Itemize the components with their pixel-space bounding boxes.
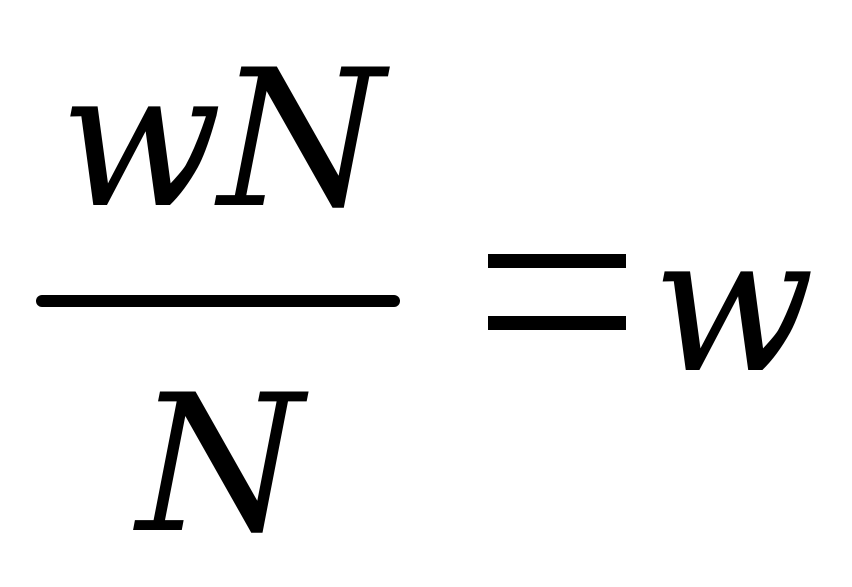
equals-top-bar	[488, 254, 626, 268]
equals-sign	[488, 254, 628, 330]
fraction-denominator: N	[136, 354, 304, 575]
right-hand-side: w	[652, 194, 815, 415]
equals-bottom-bar	[488, 316, 626, 330]
fraction-numerator: wN	[59, 29, 385, 250]
fraction-bar	[36, 295, 400, 307]
